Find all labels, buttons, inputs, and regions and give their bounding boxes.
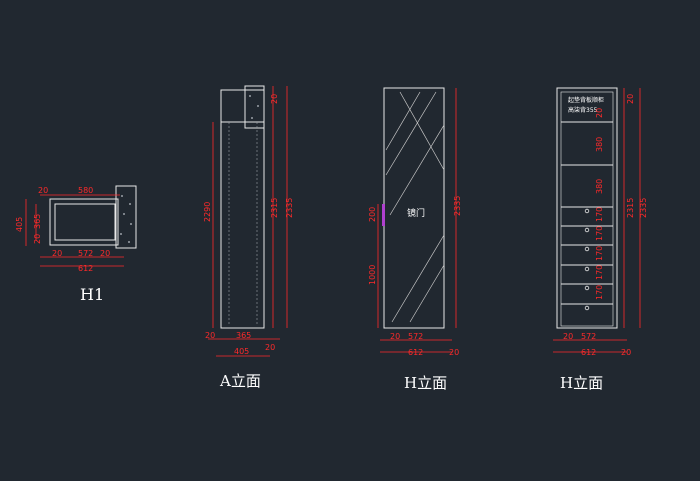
elevation-a-dim-height-total: 2335 — [285, 198, 294, 218]
plan-outer-outline — [49, 198, 119, 246]
elevation-h-mirror-dimension-lines — [377, 88, 457, 353]
plan-dim-left-bottom: 20 — [33, 234, 42, 244]
mirror-dim-bottom-left: 20 — [390, 332, 400, 341]
elevation-a-dim-bottom-left: 20 — [205, 331, 215, 340]
elevation-a-dim-height-inner: 2290 — [203, 202, 212, 222]
shelf-dim-6: 170 — [595, 265, 604, 280]
plan-dim-top-width: 580 — [78, 186, 93, 195]
elevation-a-dim-bottom-right: 20 — [265, 343, 275, 352]
plan-dimension-lines — [25, 194, 124, 267]
mirror-door-handle — [382, 204, 385, 226]
drawer-knobs — [584, 208, 590, 311]
shelf-dim-7: 170 — [595, 285, 604, 300]
shelf-dim-1: 380 — [595, 137, 604, 152]
elevation-a-dim-height-mid: 2315 — [270, 198, 279, 218]
plan-title: H1 — [80, 285, 104, 304]
shelf-note-line-2: 高柒背355 — [568, 106, 598, 114]
plan-dim-top-left: 20 — [38, 186, 48, 195]
elevation-h-mirror: 镜门 200 1000 2335 20 572 612 20 H立面 — [368, 87, 462, 392]
elevation-a-dim-bottom-inner: 365 — [236, 331, 251, 340]
elevation-a: 2290 2315 2335 20 20 365 20 405 A立面 — [203, 85, 294, 390]
plan-dim-left-inner: 365 — [33, 214, 42, 229]
shelf-cabinet-outline — [556, 87, 618, 329]
plan-inner-outline — [54, 203, 116, 241]
plan-hatch — [120, 195, 132, 243]
plan-side-block — [115, 185, 137, 249]
elevation-a-outline — [220, 89, 265, 329]
elevation-h-open: 起垫背板顺柜 高柒背355 20 380 380 170 170 170 170… — [553, 87, 648, 392]
shelf-dim-3: 170 — [595, 207, 604, 222]
mirror-dim-handle-height: 1000 — [368, 265, 377, 285]
elevation-h-open-title: H立面 — [560, 374, 603, 392]
shelf-dim-top: 20 — [626, 94, 635, 104]
mirror-door-label: 镜门 — [407, 207, 425, 219]
plan-dim-left-total: 405 — [15, 217, 24, 232]
plan-dim-bottom-right: 20 — [100, 249, 110, 258]
elevation-h-mirror-title: H立面 — [404, 374, 447, 392]
shelf-note-line-1: 起垫背板顺柜 — [568, 96, 604, 104]
shelf-dim-5: 170 — [595, 246, 604, 261]
shelf-dim-bottom-inner: 572 — [581, 332, 596, 341]
mirror-door-outline — [383, 87, 445, 329]
mirror-reflection-lines — [385, 91, 445, 323]
mirror-dim-bottom-inner: 572 — [408, 332, 423, 341]
plan-view: 20 580 405 365 20 20 572 20 612 H1 — [15, 185, 137, 304]
shelf-dim-2: 380 — [595, 179, 604, 194]
elevation-a-title: A立面 — [219, 372, 261, 390]
shelf-dim-height-mid: 2315 — [626, 198, 635, 218]
shelf-dim-bottom-right: 20 — [621, 348, 631, 357]
plan-dim-bottom-left: 20 — [52, 249, 62, 258]
plan-dim-bottom-inner: 572 — [78, 249, 93, 258]
shelf-cabinet-inner — [560, 91, 614, 327]
shelf-dim-bottom-total: 612 — [581, 348, 596, 357]
shelf-dim-4: 170 — [595, 226, 604, 241]
mirror-dim-handle-length: 200 — [368, 207, 377, 222]
elevation-h-open-dimension-lines — [553, 88, 641, 353]
mirror-dim-bottom-total: 612 — [408, 348, 423, 357]
plan-dim-bottom-total: 612 — [78, 264, 93, 273]
elevation-a-dim-bottom-total: 405 — [234, 347, 249, 356]
shelf-boards — [561, 121, 613, 305]
mirror-dim-height-total: 2335 — [453, 196, 462, 216]
elevation-a-dim-top: 20 — [270, 94, 279, 104]
elevation-a-dimension-lines — [208, 86, 288, 357]
mirror-dim-bottom-right: 20 — [449, 348, 459, 357]
elevation-a-top-block — [244, 85, 265, 129]
shelf-dim-bottom-left: 20 — [563, 332, 573, 341]
shelf-dim-top-inner: 20 — [595, 108, 604, 118]
shelf-dim-height-total: 2335 — [639, 198, 648, 218]
